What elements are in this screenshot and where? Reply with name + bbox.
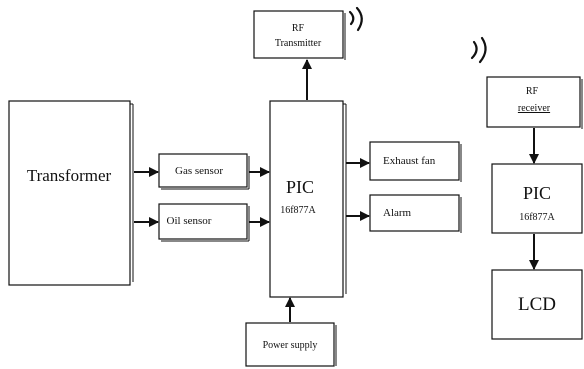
- lcd-block: LCD: [491, 269, 583, 340]
- pic-main-model: 16f877A: [280, 205, 316, 216]
- pic-receiver-model: 16f877A: [519, 212, 555, 223]
- oil-sensor-label: Oil sensor: [167, 215, 212, 227]
- exhaust-fan-label: Exhaust fan: [383, 155, 436, 167]
- rf-receive-wave-icon: [470, 36, 487, 64]
- lcd-label: LCD: [518, 294, 556, 315]
- alarm-block: Alarm: [369, 194, 462, 233]
- pic-receiver-block: PIC 16f877A: [491, 163, 583, 234]
- power-supply-label: Power supply: [263, 340, 318, 351]
- rf-receiver-line2: receiver: [518, 103, 551, 114]
- connections: [134, 59, 539, 322]
- transformer-label: Transformer: [27, 166, 112, 185]
- rf-receiver-block: RF receiver: [486, 76, 583, 129]
- rf-transmit-wave-icon: [348, 6, 363, 32]
- gas-sensor-block: Gas sensor: [158, 153, 250, 190]
- rf-transmitter-line1: RF: [292, 23, 305, 34]
- rf-receiver-line1: RF: [526, 86, 539, 97]
- exhaust-fan-block: Exhaust fan: [369, 141, 462, 182]
- rf-transmitter-block: RF Transmitter: [253, 10, 346, 60]
- oil-sensor-block: Oil sensor: [158, 203, 250, 242]
- pic-main-block: PIC 16f877A: [269, 100, 347, 298]
- pic-receiver-title: PIC: [523, 183, 551, 203]
- alarm-label: Alarm: [383, 207, 412, 219]
- transformer-block: Transformer: [8, 100, 134, 286]
- pic-main-title: PIC: [286, 177, 314, 197]
- rf-transmitter-line2: Transmitter: [275, 38, 322, 49]
- gas-sensor-label: Gas sensor: [175, 165, 223, 177]
- power-supply-block: Power supply: [245, 322, 337, 367]
